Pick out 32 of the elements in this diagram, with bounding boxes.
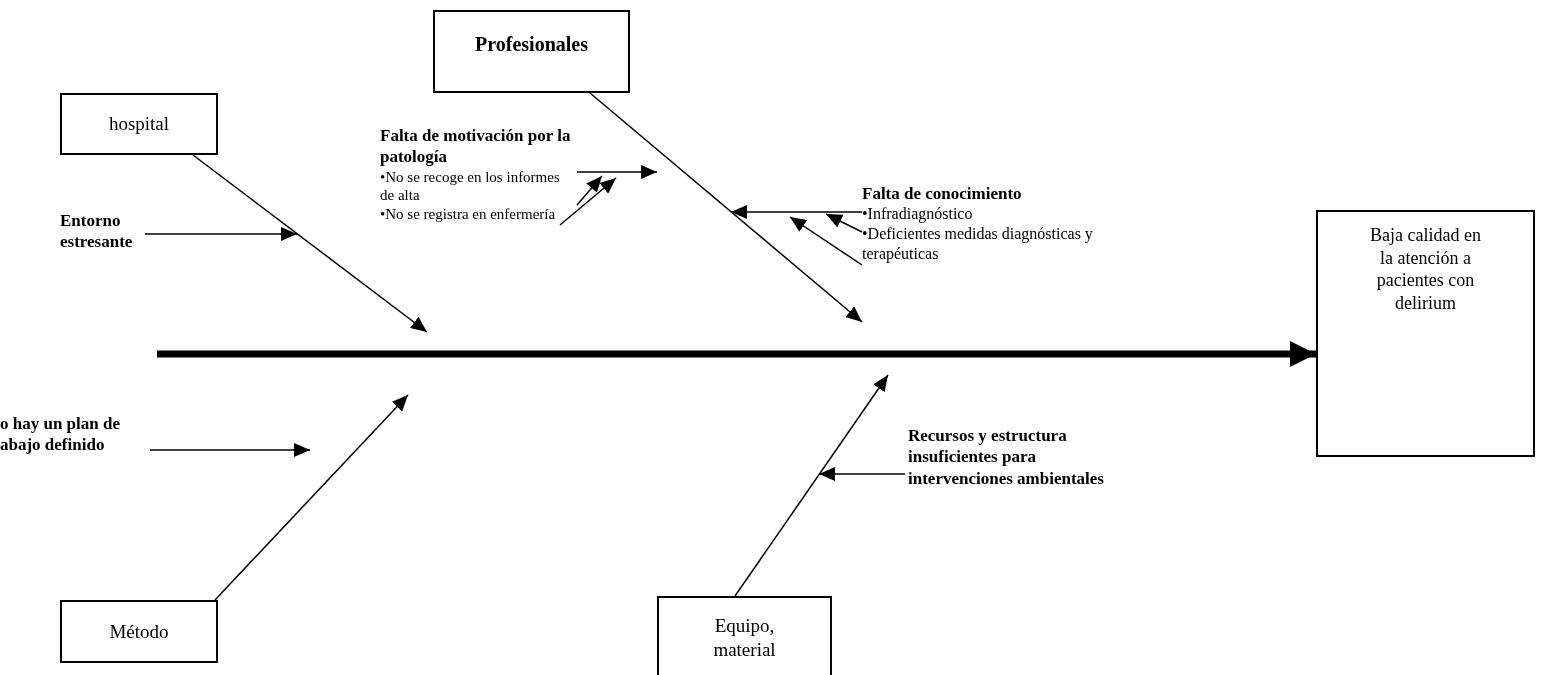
cause-title: Recursos y estructura insuficientes para intervenciones ambientales — [908, 425, 1105, 489]
arrow — [214, 394, 409, 601]
arrow — [192, 154, 428, 333]
box-label: Profesionales — [475, 32, 588, 57]
arrow — [825, 213, 863, 233]
box-label: Método — [109, 619, 169, 644]
cause-item: •Infradiagnóstico — [862, 204, 974, 225]
cause-title: Entorno estresante — [60, 210, 134, 253]
cause-item: •No se registra en enfermería — [380, 205, 557, 224]
cause-title: Falta de motivación por la patología — [380, 125, 572, 168]
arrow — [730, 205, 863, 219]
box-label: hospital — [108, 112, 170, 136]
cause-item: •Deficientes medidas diagnósticas y terapéuticas — [862, 224, 1094, 265]
arrow — [559, 177, 617, 226]
arrow — [789, 216, 863, 266]
cause-item: •No se recoge en los informes de alta — [380, 167, 561, 205]
arrow — [576, 165, 658, 179]
cause-title: o hay un plan de abajo definido — [0, 413, 121, 456]
category-box — [657, 596, 832, 675]
arrow — [144, 227, 298, 241]
arrow — [576, 175, 603, 206]
box-label: Equipo, material — [712, 614, 777, 662]
arrow — [734, 374, 889, 597]
arrow — [149, 443, 311, 457]
category-box — [60, 600, 218, 663]
cause-title: Falta de conocimiento — [862, 183, 1023, 205]
arrow — [818, 467, 906, 481]
effect-box — [1316, 210, 1535, 457]
box-label: Baja calidad en la atención a pacientes con delirium — [1370, 224, 1481, 314]
arrow — [589, 92, 863, 323]
category-box — [433, 10, 630, 93]
category-box — [60, 93, 218, 155]
